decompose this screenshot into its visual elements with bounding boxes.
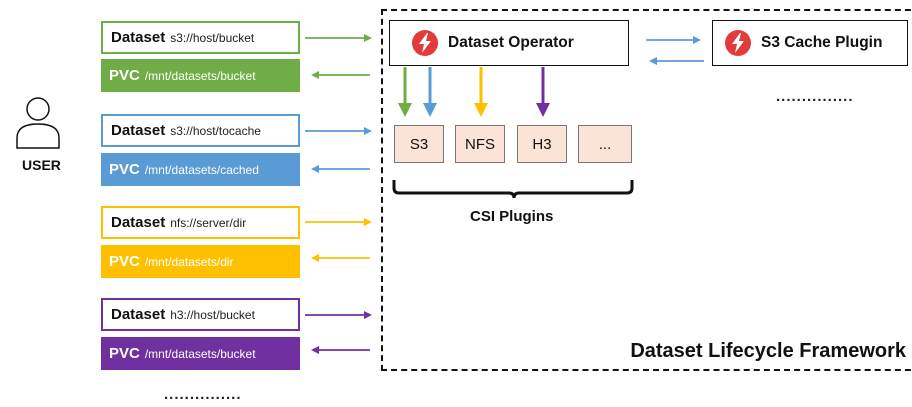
more-datasets-ellipsis: ............... [164,386,242,403]
pvc-keyword: PVC [109,345,140,362]
csi-plugin-s3[interactable]: S3 [394,125,444,163]
csi-plugins-label: CSI Plugins [470,208,554,225]
pvc-datasets-dir[interactable]: PVC /mnt/datasets/dir [101,245,300,278]
dataset-s3-bucket[interactable]: Dataset s3://host/bucket [101,21,300,54]
dataset-keyword: Dataset [111,29,166,46]
s3-cache-plugin-box[interactable]: S3 Cache Plugin [712,20,908,66]
pvc-path: /mnt/datasets/cached [144,162,259,177]
dataset-lifecycle-framework-boundary [381,9,912,371]
s3-cache-plugin-label: S3 Cache Plugin [761,34,883,51]
pvc-datasets-bucket[interactable]: PVC /mnt/datasets/bucket [101,59,300,92]
pvc-path: /mnt/datasets/dir [144,254,234,269]
dataset-h3-bucket[interactable]: Dataset h3://host/bucket [101,298,300,331]
pvc-datasets-bucket-h3[interactable]: PVC /mnt/datasets/bucket [101,337,300,370]
dataset-keyword: Dataset [111,122,166,139]
csi-plugin-nfs[interactable]: NFS [455,125,505,163]
pvc-keyword: PVC [109,253,140,270]
dataset-keyword: Dataset [111,306,166,323]
more-plugins-ellipsis: ............... [776,88,854,105]
dataset-path: nfs://server/dir [170,215,247,230]
framework-title: Dataset Lifecycle Framework [630,340,906,362]
pvc-path: /mnt/datasets/bucket [144,346,256,361]
csi-plugins-bracket [392,180,634,199]
dataset-operator-box[interactable]: Dataset Operator [389,20,629,66]
pvc-datasets-cached[interactable]: PVC /mnt/datasets/cached [101,153,300,186]
dataset-operator-label: Dataset Operator [448,34,574,51]
pvc-keyword: PVC [109,67,140,84]
dataset-path: s3://host/tocache [170,123,261,138]
csi-plugin-h3[interactable]: H3 [517,125,567,163]
pvc-keyword: PVC [109,161,140,178]
pvc-path: /mnt/datasets/bucket [144,68,256,83]
lightning-bolt-icon [412,30,438,56]
dataset-nfs-dir[interactable]: Dataset nfs://server/dir [101,206,300,239]
lightning-bolt-icon [725,30,751,56]
user-label: USER [22,157,61,173]
dataset-s3-tocache[interactable]: Dataset s3://host/tocache [101,114,300,147]
csi-plugin-more[interactable]: ... [578,125,632,163]
dataset-keyword: Dataset [111,214,166,231]
dataset-path: h3://host/bucket [170,307,255,322]
user-icon [14,96,62,152]
dataset-path: s3://host/bucket [170,30,255,45]
